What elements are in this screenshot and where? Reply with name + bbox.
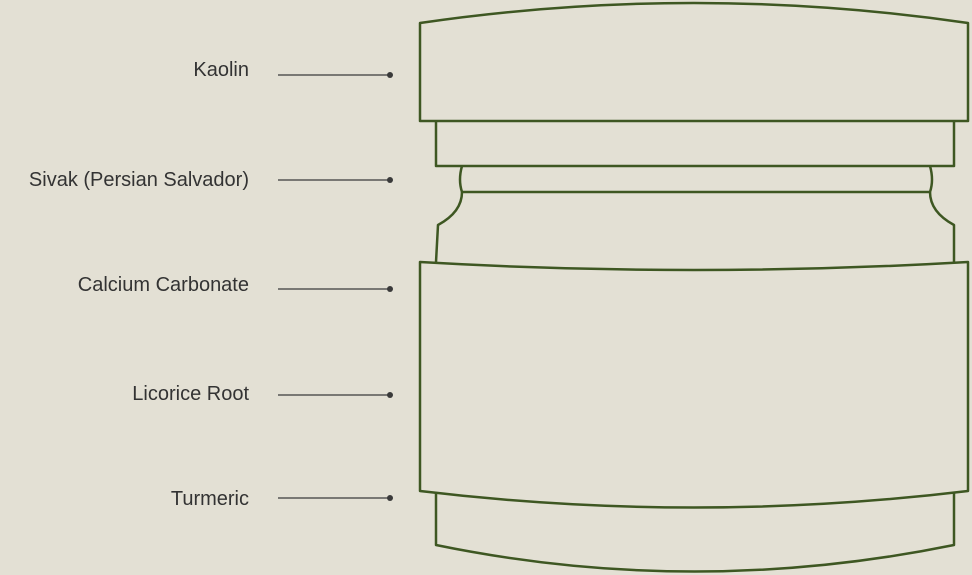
label-kaolin: Kaolin (193, 59, 249, 81)
jar-base (434, 493, 956, 573)
jar-lid (418, 1, 970, 123)
leader-dot-calcium-carbonate (387, 286, 393, 292)
jar-shoulder (434, 191, 956, 263)
leader-dot-turmeric (387, 495, 393, 501)
leader-dot-kaolin (387, 72, 393, 78)
label-calcium-carbonate: Calcium Carbonate (77, 274, 249, 296)
label-licorice-root: Licorice Root (132, 383, 249, 405)
leader-dot-licorice-root (387, 392, 393, 398)
label-sivak: Sivak (Persian Salvador) (28, 169, 249, 191)
label-turmeric: Turmeric (170, 488, 249, 510)
jar-body (418, 260, 970, 509)
jar-lid-ring (434, 121, 956, 168)
jar-neck (458, 165, 934, 194)
leader-dot-sivak (387, 177, 393, 183)
